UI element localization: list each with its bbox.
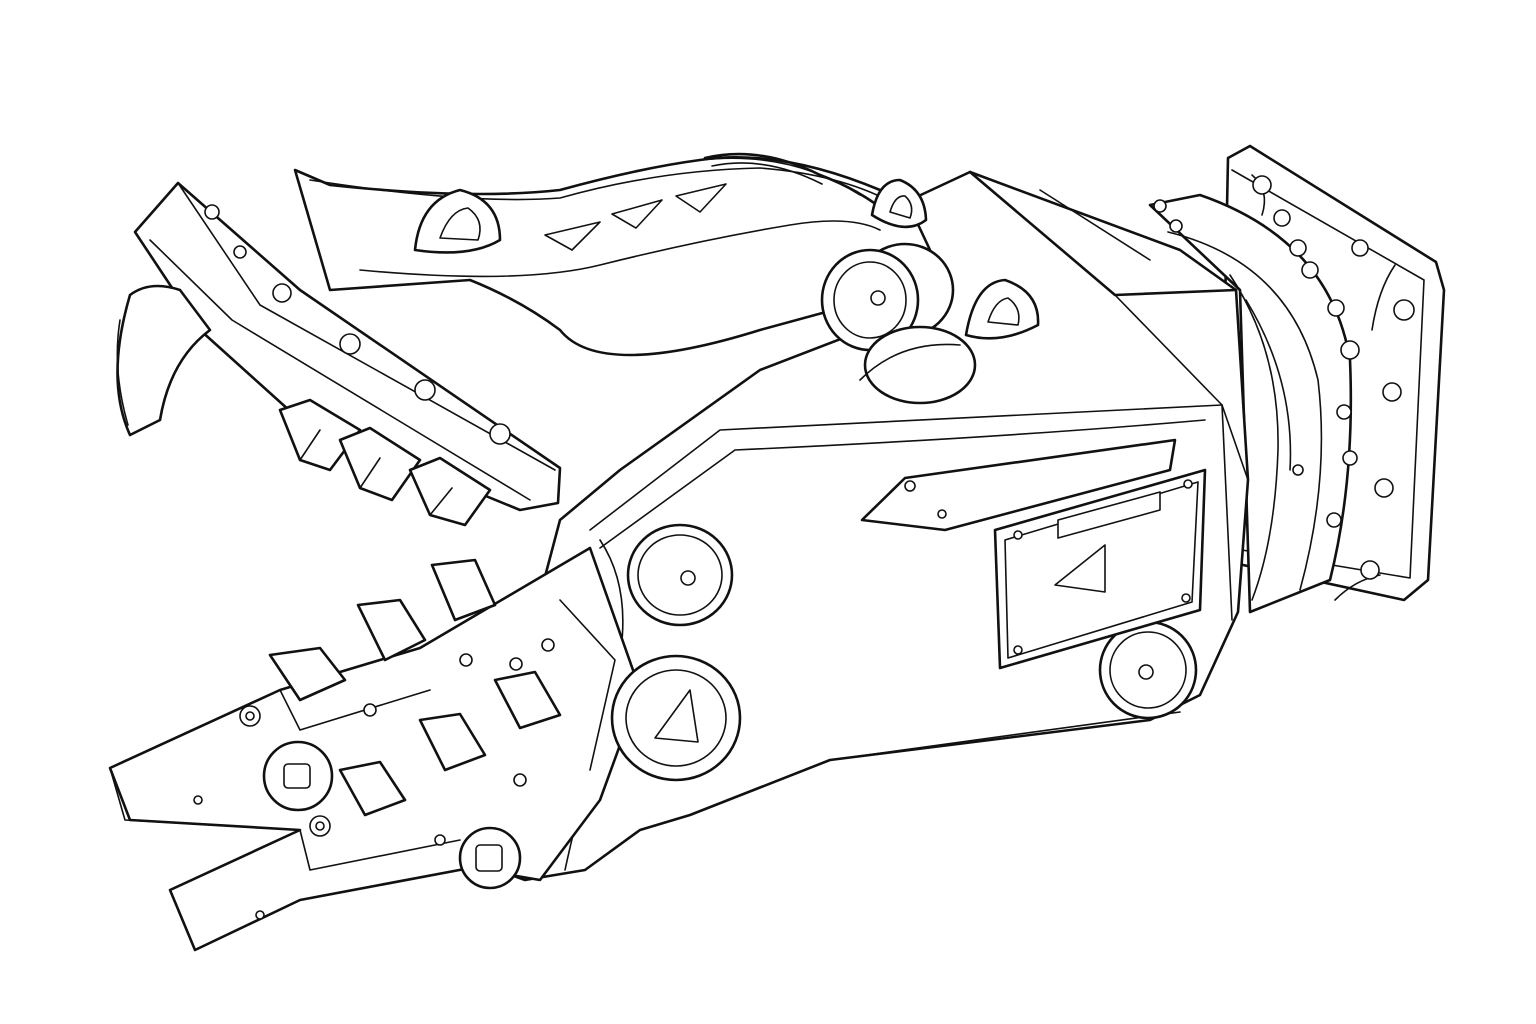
hex-bolt-icon: [1336, 404, 1352, 420]
hex-bolt-icon: [414, 379, 436, 401]
housing-plate-upper: [860, 438, 1177, 532]
hex-bolt-icon: [204, 204, 220, 220]
lower-jaw: [108, 546, 642, 952]
hex-bolt-icon: [339, 333, 361, 355]
hex-bolt-icon: [272, 283, 292, 303]
hex-bolt-icon: [459, 653, 473, 667]
hex-bolt-icon: [509, 657, 523, 671]
hex-bolt-icon: [193, 795, 203, 805]
hex-bolt-icon: [1289, 239, 1307, 257]
hex-bolt-icon: [233, 245, 247, 259]
hex-bolt-icon: [1393, 299, 1415, 321]
pivot-pin-upper: [820, 242, 955, 352]
hex-bolt-icon: [1273, 209, 1291, 227]
lower-jaw-bolts: [193, 638, 555, 920]
hex-bolt-icon: [1153, 199, 1167, 213]
pivot-pin-icon: [863, 325, 977, 405]
hex-bolt-icon: [245, 711, 255, 721]
lifting-eye-side: [964, 278, 1040, 340]
flange-bolts: [1153, 175, 1415, 580]
hex-bolt-icon: [1326, 512, 1342, 528]
triangle-arrow-icon: [675, 183, 727, 213]
housing-round-badge: [610, 654, 742, 782]
hex-bolt-icon: [1340, 340, 1360, 360]
rotator-ring: [1148, 193, 1353, 614]
hex-bolt-icon: [1382, 382, 1402, 402]
upper-jaw-arrows: [544, 183, 727, 251]
hex-bolt-icon: [1342, 450, 1358, 466]
lifting-eye-icon: [870, 178, 928, 229]
hex-bolt-icon: [1292, 464, 1304, 476]
triangle-arrow-icon: [654, 689, 699, 743]
lower-jaw-pivot: [262, 740, 522, 890]
triangle-arrow-icon: [544, 221, 601, 251]
hex-bolt-icon: [1327, 299, 1345, 317]
hex-bolt-icon: [1360, 560, 1380, 580]
hex-bolt-icon: [363, 703, 377, 717]
hex-bolt-icon: [513, 773, 527, 787]
pivot-pin-main: [626, 523, 734, 627]
hex-bolt-icon: [1252, 175, 1272, 195]
hex-bolt-icon: [1351, 239, 1369, 257]
pivot-pin-middle: [859, 325, 977, 405]
pivot-pin-icon: [626, 523, 734, 627]
hex-bolt-icon: [1374, 478, 1394, 498]
hex-bolt-icon: [1301, 261, 1319, 279]
hex-bolt-icon: [541, 638, 555, 652]
upper-jaw-bolts: [204, 204, 511, 445]
triangle-arrow-icon: [1054, 544, 1106, 593]
lifting-eye-icon: [964, 278, 1040, 340]
housing-name-plate: [993, 468, 1207, 670]
lifting-eye-top: [870, 178, 928, 229]
pivot-pin-lower: [1098, 620, 1198, 720]
hex-bolt-icon: [434, 834, 446, 846]
triangle-arrow-icon: [611, 199, 663, 229]
hex-bolt-icon: [1169, 219, 1183, 233]
hex-bolt-icon: [255, 910, 265, 920]
hex-bolt-icon: [315, 821, 325, 831]
hex-bolt-icon: [489, 423, 511, 445]
lifting-eye-upper: [413, 188, 502, 254]
